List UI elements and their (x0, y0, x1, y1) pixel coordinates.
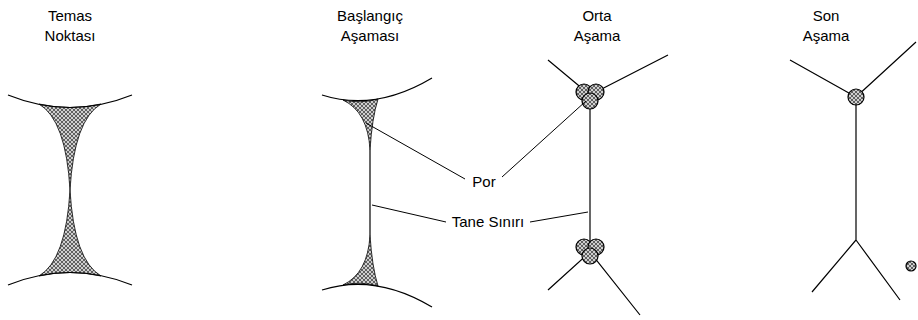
grain-boundary (790, 42, 916, 97)
part-label: Por (470, 172, 497, 192)
initial-stage-figure (322, 78, 432, 307)
final-stage-figure (790, 42, 916, 300)
pore-cluster (582, 248, 598, 264)
pore-area (39, 104, 101, 190)
leader-line (502, 101, 586, 177)
grain-boundary (589, 100, 590, 248)
leader-line (372, 205, 446, 222)
grain-boundary (812, 105, 900, 300)
leader-line (530, 212, 588, 222)
intermediate-stage-figure (548, 55, 668, 315)
grain-outline (322, 284, 432, 307)
grain-boundary (548, 55, 668, 95)
contact-point-figure (8, 95, 132, 285)
pore-area (343, 235, 378, 286)
pore-area (343, 99, 378, 150)
stage-heading: Son Aşama (803, 6, 850, 46)
stage-heading: Temas Noktası (45, 6, 96, 46)
leader-lines (366, 101, 588, 222)
isolated-pore (848, 89, 864, 105)
grain-boundary (369, 150, 370, 235)
stage-heading: Orta Aşama (574, 6, 621, 46)
stage-heading: Başlangıç Aşaması (337, 6, 403, 46)
grain-outline (322, 78, 432, 101)
pore-cluster (582, 93, 598, 109)
leader-line (366, 123, 465, 179)
grain-outline (8, 273, 132, 286)
grain-outline (8, 95, 132, 108)
pore-area (39, 190, 101, 276)
isolated-pore (906, 261, 916, 271)
part-label: Tane Sınırı (450, 212, 527, 232)
